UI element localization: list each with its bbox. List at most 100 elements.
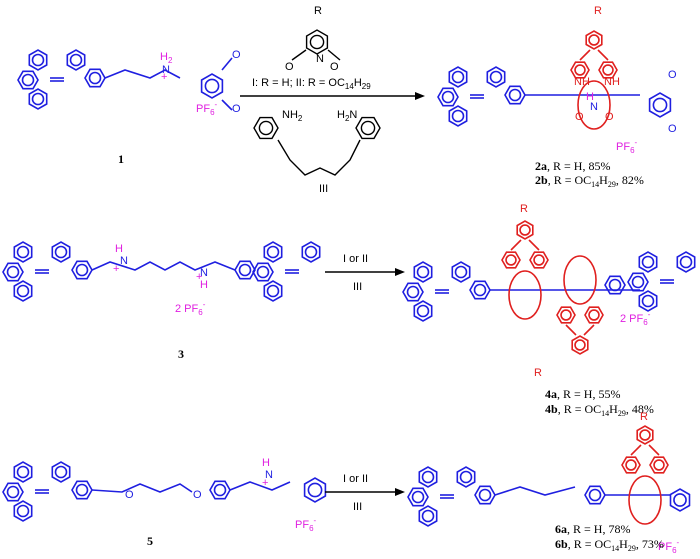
compound-1-number: 1: [118, 152, 124, 166]
aromatic-circle: [88, 71, 102, 85]
aromatic-circle: [307, 482, 323, 498]
benzene-ring: [474, 485, 496, 505]
svg-text:H: H: [115, 243, 123, 255]
aromatic-circle: [454, 265, 468, 279]
aromatic-circle: [459, 470, 473, 484]
benzene-ring: [66, 49, 86, 71]
aromatic-circle: [75, 483, 89, 497]
aromatic-circle: [533, 254, 545, 266]
svg-text:+: +: [196, 271, 202, 283]
aromatic-circle: [416, 265, 430, 279]
imine-bond: [528, 239, 540, 251]
crown-ether-ring: [577, 80, 611, 130]
benzene-ring: [413, 300, 433, 322]
compound-5-number: 5: [147, 534, 153, 548]
svg-text:R: R: [640, 411, 648, 423]
svg-text:O: O: [575, 111, 584, 123]
svg-text:N: N: [200, 267, 208, 279]
aromatic-circle: [360, 120, 376, 136]
benzene-ring: [627, 272, 649, 292]
imine-bond: [597, 49, 609, 61]
svg-text:2 PF6-: 2 PF6-: [175, 300, 206, 317]
aromatic-circle: [631, 275, 645, 289]
aromatic-circle: [69, 53, 83, 67]
aromatic-circle: [16, 504, 30, 518]
bond: [327, 49, 341, 61]
imine-bond: [583, 324, 595, 336]
aromatic-circle: [16, 245, 30, 259]
imine-bond: [565, 324, 577, 336]
benzene-ring: [516, 220, 534, 240]
benzene-ring: [71, 480, 93, 500]
svg-text:O: O: [232, 49, 241, 61]
benzene-ring: [28, 88, 48, 110]
aromatic-circle: [238, 263, 252, 277]
product-6-labels: R PF6-: [640, 411, 680, 555]
benzene-ring: [556, 306, 576, 324]
aromatic-circle: [625, 459, 637, 471]
svg-text:R: R: [534, 367, 542, 379]
benzene-ring: [13, 461, 33, 483]
aromatic-circle: [653, 459, 665, 471]
reagent-iii-label: III: [319, 183, 328, 195]
svg-text:PF6-: PF6-: [295, 516, 317, 533]
arrow3-reagent: III: [353, 501, 362, 513]
crown-ether-ring: [628, 475, 662, 525]
benzene-ring: [71, 260, 93, 280]
alkyl-chain: [91, 261, 236, 271]
benzene-ring: [504, 85, 526, 105]
aromatic-circle: [406, 285, 420, 299]
crown-ether-ring: [563, 255, 597, 305]
product-4a-label: 4a, R = H, 55%: [545, 387, 620, 401]
benzene-ring: [584, 306, 604, 324]
aromatic-circle: [54, 465, 68, 479]
aromatic-circle: [652, 97, 668, 113]
svg-text:R: R: [594, 5, 602, 17]
benzene-ring: [234, 260, 256, 280]
svg-text:O: O: [668, 123, 677, 135]
aromatic-circle: [473, 283, 487, 297]
svg-text:N: N: [590, 101, 598, 113]
benzene-ring: [598, 61, 618, 79]
svg-text:+: +: [262, 477, 268, 489]
arrow3-conditions: I or II: [343, 473, 368, 485]
aromatic-circle: [519, 224, 531, 236]
aromatic-circle: [16, 284, 30, 298]
aromatic-circle: [679, 255, 693, 269]
aromatic-circle: [266, 284, 280, 298]
benzene-ring: [253, 116, 279, 140]
bond: [291, 49, 307, 61]
aldehyde-o-right: O: [330, 61, 339, 73]
product-2a-label: 2a, R = H, 85%: [535, 159, 610, 173]
benzene-ring: [648, 92, 672, 118]
svg-text:NH: NH: [574, 76, 590, 88]
benzene-ring: [676, 251, 696, 273]
aromatic-circle: [31, 92, 45, 106]
benzene-ring: [604, 275, 626, 295]
aromatic-circle: [309, 34, 325, 50]
aromatic-circle: [441, 90, 455, 104]
benzene-ring: [621, 456, 641, 474]
benzene-ring: [355, 116, 381, 140]
benzene-ring: [456, 466, 476, 488]
crown-ether-ring: [508, 270, 542, 320]
aromatic-circle: [505, 254, 517, 266]
svg-text:2: 2: [168, 56, 173, 65]
benzene-ring: [418, 505, 438, 527]
aromatic-circle: [478, 488, 492, 502]
svg-text:N: N: [265, 469, 273, 481]
benzene-ring: [84, 68, 106, 88]
benzene-ring: [28, 49, 48, 71]
imine-bond: [510, 239, 522, 251]
svg-text:NH: NH: [604, 76, 620, 88]
svg-text:N: N: [120, 255, 128, 267]
benzene-ring: [437, 87, 459, 107]
benzene-ring: [200, 73, 224, 99]
svg-text:O: O: [193, 489, 202, 501]
aromatic-circle: [416, 304, 430, 318]
benzene-ring: [263, 280, 283, 302]
molecular-structures: [2, 29, 696, 527]
aromatic-circle: [639, 429, 651, 441]
